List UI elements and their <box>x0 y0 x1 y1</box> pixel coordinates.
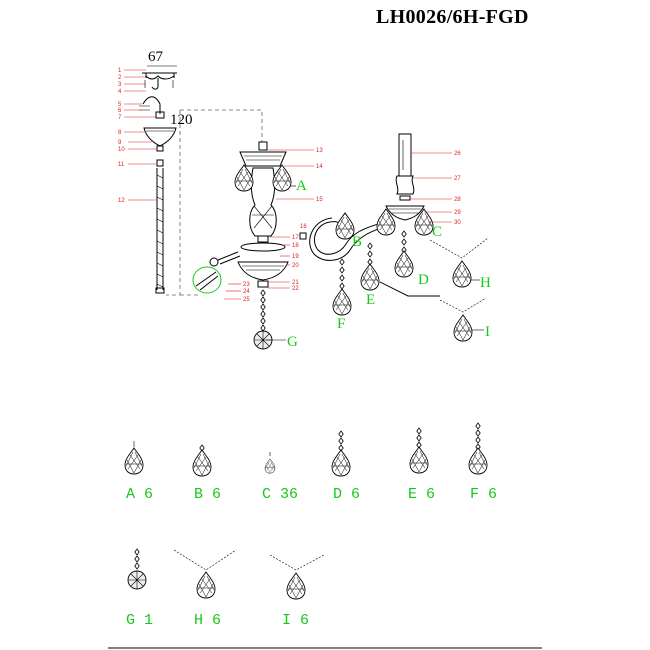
part-number-26: 26 <box>454 151 461 157</box>
part-number-15: 15 <box>316 197 323 203</box>
crystal-strand-f <box>332 258 352 316</box>
legend-letter-g: G <box>126 612 135 629</box>
part-number-30: 30 <box>454 220 461 226</box>
chain <box>155 168 165 294</box>
crystal-drop-a-right <box>272 164 292 192</box>
legend-letter-e: E <box>408 486 417 503</box>
part-number-5: 5 <box>118 102 122 108</box>
part-number-23: 23 <box>243 282 250 288</box>
label-c: C <box>432 224 442 240</box>
chain-length-label: 120 <box>170 112 193 128</box>
label-f: F <box>337 316 345 332</box>
legend-letter-b: B <box>194 486 203 503</box>
bowl-arm-detail <box>192 251 241 294</box>
part-number-18: 18 <box>292 243 299 249</box>
label-h: H <box>480 275 491 291</box>
part-number-25: 25 <box>243 297 250 303</box>
crystal-ball-g <box>253 330 273 350</box>
canopy-width-label: 67 <box>148 49 164 65</box>
ceiling-cup <box>143 127 177 167</box>
canopy-bracket <box>142 72 177 90</box>
part-number-13: 13 <box>316 148 323 154</box>
legend-icon-d <box>331 430 351 477</box>
part-number-20: 20 <box>292 263 299 269</box>
legend-icon-e <box>409 427 429 474</box>
part-number-1: 1 <box>118 68 122 74</box>
legend-letter-c: C <box>262 486 271 503</box>
legend-qty-b: 6 <box>212 486 221 503</box>
legend-icon-f <box>468 422 488 475</box>
legend-qty-i: 6 <box>300 612 309 629</box>
legend-icon-g <box>127 548 147 590</box>
part-number-4: 4 <box>118 89 122 95</box>
part-number-2: 2 <box>118 75 122 81</box>
legend-qty-h: 6 <box>212 612 221 629</box>
part-number-12: 12 <box>118 198 125 204</box>
legend-letter-h: H <box>194 612 203 629</box>
part-number-19: 19 <box>292 254 299 260</box>
label-e: E <box>366 292 375 308</box>
connection-dashes <box>166 109 263 296</box>
crystal-letter-labels: A B C D E F G H I <box>287 178 491 350</box>
part-number-28: 28 <box>454 197 461 203</box>
part-number-17: 17 <box>292 235 299 241</box>
hook-arm <box>139 96 165 119</box>
legend-icon-h <box>173 549 237 599</box>
legend-icon-c <box>264 452 276 474</box>
legend-qty-d: 6 <box>351 486 360 503</box>
bottom-bead-chain <box>260 289 266 332</box>
part-number-labels: 1 2 3 4 5 6 7 8 9 10 11 12 13 14 15 16 1… <box>118 68 461 303</box>
legend-qty-e: 6 <box>426 486 435 503</box>
label-d: D <box>418 272 429 288</box>
label-a: A <box>296 178 307 194</box>
legend-icon-i <box>269 554 325 600</box>
part-number-24: 24 <box>243 289 250 295</box>
model-title: LH0026/6H-FGD <box>376 6 529 28</box>
legend-qty-c: 36 <box>280 486 298 503</box>
label-i: I <box>485 324 490 340</box>
part-number-29: 29 <box>454 210 461 216</box>
part-number-22: 22 <box>292 286 299 292</box>
part-number-6: 6 <box>118 108 122 114</box>
crystal-strand-e <box>360 242 380 291</box>
column-body <box>237 141 289 288</box>
crystal-drop-a-left <box>234 164 254 192</box>
part-number-3: 3 <box>118 82 122 88</box>
part-number-9: 9 <box>118 140 122 146</box>
part-number-8: 8 <box>118 130 122 136</box>
legend-letter-f: F <box>470 486 479 503</box>
legend-letter-d: D <box>333 486 342 503</box>
leader-lines <box>124 69 484 341</box>
arm-assembly <box>299 133 425 261</box>
crystal-strand-d <box>394 230 414 278</box>
legend-qty-g: 1 <box>144 612 153 629</box>
label-b: B <box>352 234 362 250</box>
legend-icon-b <box>192 444 212 477</box>
crystal-swag-h <box>429 237 489 288</box>
legend-icon-a <box>124 441 144 475</box>
crystal-swag-i <box>379 281 487 342</box>
part-number-7: 7 <box>118 115 122 121</box>
part-number-16: 16 <box>300 224 307 230</box>
part-number-10: 10 <box>118 147 125 153</box>
label-g: G <box>287 334 298 350</box>
part-number-14: 14 <box>316 164 323 170</box>
legend-qty-a: 6 <box>144 486 153 503</box>
legend-letter-a: A <box>126 486 135 503</box>
legend-letter-i: I <box>282 612 291 629</box>
part-number-21: 21 <box>292 280 299 286</box>
part-number-11: 11 <box>118 162 125 168</box>
legend-qty-f: 6 <box>488 486 497 503</box>
part-number-27: 27 <box>454 176 461 182</box>
